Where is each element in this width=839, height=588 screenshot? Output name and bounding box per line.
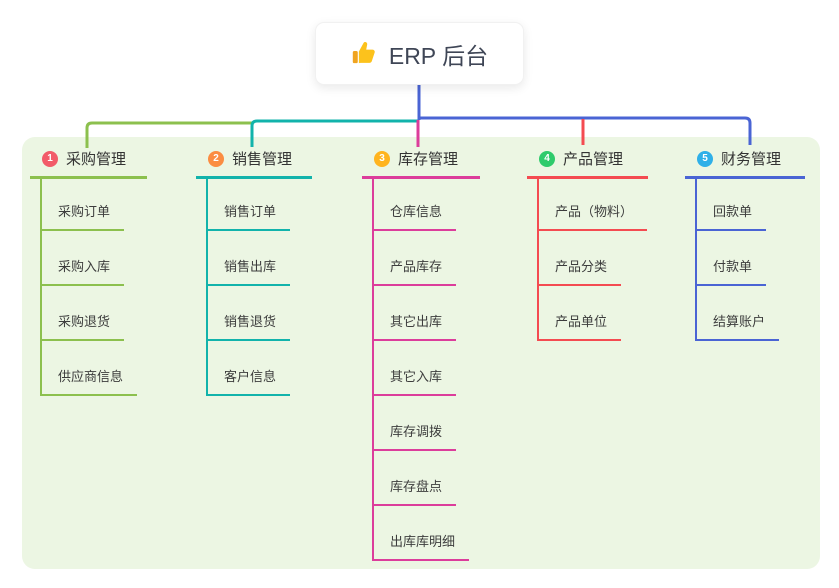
branch-inventory-header[interactable]: 3 库存管理 bbox=[362, 146, 480, 179]
node-stock-transfer[interactable]: 库存调拨 bbox=[372, 396, 469, 451]
branch-sales-label: 销售管理 bbox=[232, 151, 293, 168]
node-sales-outbound[interactable]: 销售出库 bbox=[206, 231, 291, 286]
node-label: 库存盘点 bbox=[372, 476, 457, 506]
node-receipt-bill[interactable]: 回款单 bbox=[695, 176, 779, 231]
node-label: 仓库信息 bbox=[372, 201, 457, 231]
node-customer-info[interactable]: 客户信息 bbox=[206, 341, 291, 396]
node-other-outbound[interactable]: 其它出库 bbox=[372, 286, 469, 341]
node-label: 产品库存 bbox=[372, 256, 457, 286]
branch-5-rail bbox=[695, 176, 697, 339]
node-stock-count[interactable]: 库存盘点 bbox=[372, 451, 469, 506]
node-label: 客户信息 bbox=[206, 366, 291, 396]
branch-2-badge-icon: 2 bbox=[208, 150, 224, 167]
branch-product-label: 产品管理 bbox=[563, 151, 624, 168]
node-sales-return[interactable]: 销售退货 bbox=[206, 286, 291, 341]
node-warehouse-info[interactable]: 仓库信息 bbox=[372, 176, 469, 231]
node-product-unit[interactable]: 产品单位 bbox=[537, 286, 647, 341]
root-node-erp[interactable]: ERP 后台 bbox=[315, 22, 524, 85]
thumbs-up-icon bbox=[352, 42, 375, 64]
branch-product-header[interactable]: 4 产品管理 bbox=[527, 146, 648, 179]
branch-3-badge-icon: 3 bbox=[374, 150, 390, 167]
node-label: 出库库明细 bbox=[372, 531, 470, 561]
node-label: 库存调拨 bbox=[372, 421, 457, 451]
node-label: 销售订单 bbox=[206, 201, 291, 231]
node-purchase-return[interactable]: 采购退货 bbox=[40, 286, 137, 341]
node-payment-bill[interactable]: 付款单 bbox=[695, 231, 779, 286]
node-outbound-detail[interactable]: 出库库明细 bbox=[372, 506, 470, 561]
node-other-inbound[interactable]: 其它入库 bbox=[372, 341, 469, 396]
branch-5-badge-icon: 5 bbox=[697, 150, 713, 167]
node-label: 其它出库 bbox=[372, 311, 457, 341]
branch-product: 4 产品管理 产品（物料） 产品分类 产品单位 bbox=[527, 146, 648, 341]
branch-purchase: 1 采购管理 采购订单 采购入库 采购退货 供应商信息 bbox=[30, 146, 147, 396]
branch-sales-header[interactable]: 2 销售管理 bbox=[196, 146, 312, 179]
node-label: 采购订单 bbox=[40, 201, 125, 231]
root-node-title: ERP 后台 bbox=[388, 42, 489, 69]
node-label: 产品单位 bbox=[537, 311, 622, 341]
node-supplier-info[interactable]: 供应商信息 bbox=[40, 341, 138, 396]
branch-3-rail bbox=[372, 176, 374, 559]
node-label: 产品（物料） bbox=[537, 201, 648, 231]
node-settlement-account[interactable]: 结算账户 bbox=[695, 286, 780, 341]
node-label: 回款单 bbox=[695, 201, 767, 231]
node-label: 供应商信息 bbox=[40, 366, 138, 396]
node-product-stock[interactable]: 产品库存 bbox=[372, 231, 469, 286]
branch-inventory: 3 库存管理 仓库信息 产品库存 其它出库 其它入库 库存调拨 库存盘点 出库库… bbox=[362, 146, 480, 561]
branch-4-rail bbox=[537, 176, 539, 339]
node-product-category[interactable]: 产品分类 bbox=[537, 231, 647, 286]
node-purchase-order[interactable]: 采购订单 bbox=[40, 176, 137, 231]
branch-finance-header[interactable]: 5 财务管理 bbox=[685, 146, 805, 179]
node-sales-order[interactable]: 销售订单 bbox=[206, 176, 291, 231]
branch-4-badge-icon: 4 bbox=[539, 150, 555, 167]
node-purchase-inbound[interactable]: 采购入库 bbox=[40, 231, 137, 286]
branch-purchase-header[interactable]: 1 采购管理 bbox=[30, 146, 147, 179]
node-product-material[interactable]: 产品（物料） bbox=[537, 176, 648, 231]
node-label: 付款单 bbox=[695, 256, 767, 286]
node-label: 结算账户 bbox=[695, 311, 780, 341]
branch-finance: 5 财务管理 回款单 付款单 结算账户 bbox=[685, 146, 805, 341]
branch-sales: 2 销售管理 销售订单 销售出库 销售退货 客户信息 bbox=[196, 146, 312, 396]
node-label: 销售出库 bbox=[206, 256, 291, 286]
node-label: 其它入库 bbox=[372, 366, 457, 396]
node-label: 采购入库 bbox=[40, 256, 125, 286]
node-label: 产品分类 bbox=[537, 256, 622, 286]
branch-1-badge-icon: 1 bbox=[42, 150, 58, 167]
branch-inventory-label: 库存管理 bbox=[398, 151, 459, 168]
branch-purchase-label: 采购管理 bbox=[66, 151, 127, 168]
node-label: 采购退货 bbox=[40, 311, 125, 341]
branch-finance-label: 财务管理 bbox=[721, 151, 782, 168]
mindmap-background-panel bbox=[22, 137, 820, 569]
node-label: 销售退货 bbox=[206, 311, 291, 341]
